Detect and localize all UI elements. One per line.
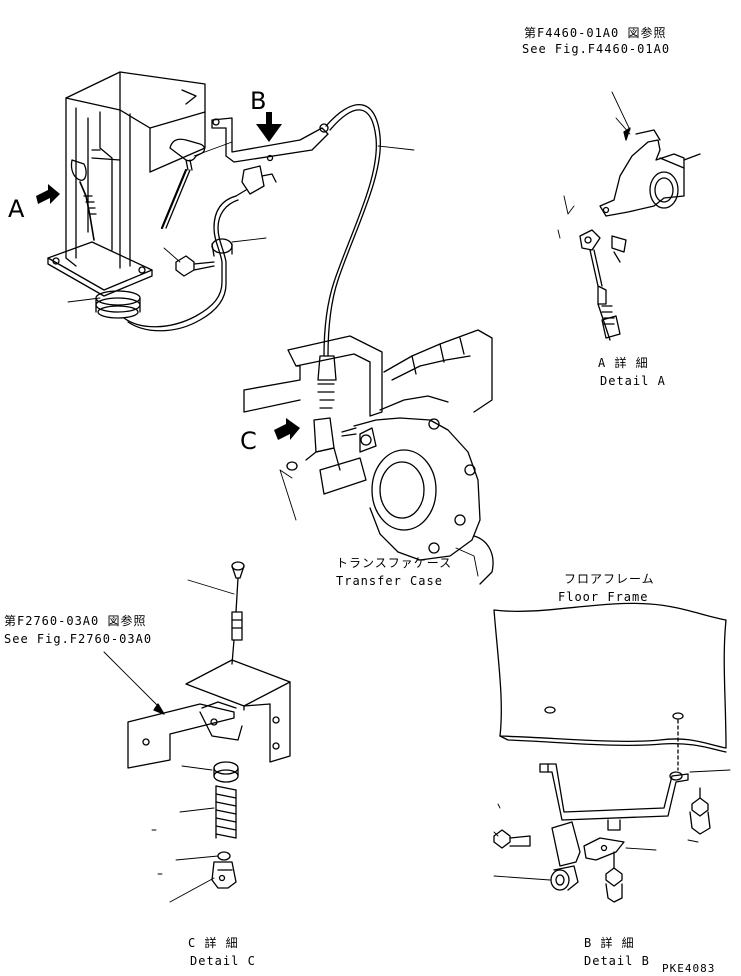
- detail-b-drawing: [493, 602, 731, 903]
- detail-c-caption-jp: C 詳 細: [188, 936, 239, 950]
- control-lever-assembly: [47, 71, 206, 319]
- transfer-case-label-en: Transfer Case: [336, 574, 443, 588]
- floor-frame-label-jp: フロアフレーム: [564, 572, 655, 586]
- drawing-code: PKE4083: [662, 962, 716, 975]
- view-letter-c: C: [240, 427, 257, 455]
- detail-b-caption-en: Detail B: [584, 954, 650, 968]
- ref-f4460-jp: 第F4460-01A0 図参照: [524, 26, 667, 40]
- view-arrow-b: [256, 112, 282, 142]
- ref-f4460-en: See Fig.F4460-01A0: [522, 42, 671, 56]
- ref-f2760-en: See Fig.F2760-03A0: [4, 632, 153, 646]
- detail-a-caption-en: Detail A: [600, 374, 666, 388]
- floor-frame-label-en: Floor Frame: [558, 590, 649, 604]
- bracket-b: [211, 117, 329, 197]
- view-letter-a: A: [8, 195, 25, 223]
- view-arrow-c: [274, 418, 300, 440]
- shift-cable: [323, 103, 415, 357]
- detail-a-caption-jp: A 詳 細: [598, 356, 649, 370]
- transfer-case-label-jp: トランスファケース: [336, 556, 453, 570]
- view-arrow-a: [36, 184, 60, 204]
- detail-c-drawing: [103, 561, 291, 903]
- detail-b-caption-jp: B 詳 細: [584, 936, 635, 950]
- ref-f2760-jp: 第F2760-03A0 図参照: [4, 614, 147, 628]
- detail-c-caption-en: Detail C: [190, 954, 256, 968]
- detail-a-drawing: [557, 91, 701, 341]
- view-letter-b: B: [250, 87, 267, 115]
- transfer-case: [319, 329, 494, 585]
- transfer-case-bracket: [243, 335, 383, 521]
